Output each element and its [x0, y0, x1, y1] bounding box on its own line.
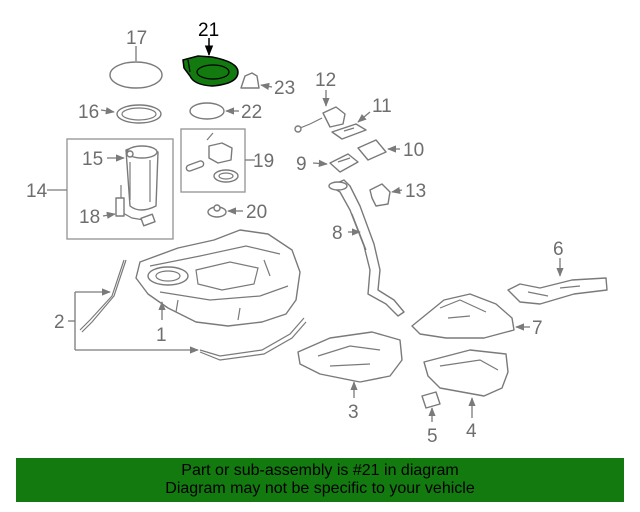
- part-14-pump-assembly: 14 15 18: [26, 138, 174, 240]
- part-3-tank-cover: 3: [297, 331, 403, 423]
- part-5-bracket: 5: [421, 391, 441, 447]
- part-21-lock-ring[interactable]: 21: [182, 20, 239, 87]
- callout-21: 21: [198, 20, 219, 41]
- callout-4: 4: [466, 421, 477, 442]
- callout-3: 3: [348, 402, 359, 423]
- callout-17: 17: [126, 28, 147, 49]
- part-23-cap: 23: [240, 72, 295, 99]
- callout-1: 1: [156, 325, 167, 346]
- callout-2: 2: [54, 312, 65, 333]
- callout-11: 11: [372, 96, 392, 117]
- part-12-sensor: 12: [294, 70, 346, 133]
- part-19-valve-set: 19: [180, 128, 274, 193]
- callout-19: 19: [253, 151, 274, 172]
- callout-5: 5: [427, 426, 438, 447]
- callout-12: 12: [315, 70, 336, 91]
- callout-18: 18: [79, 207, 100, 228]
- callout-16: 16: [78, 102, 99, 123]
- callout-13: 13: [405, 181, 426, 202]
- callout-8: 8: [332, 223, 343, 244]
- part-16-seal: 16: [78, 102, 162, 124]
- part-11-bracket: 11: [331, 96, 392, 140]
- info-banner: Part or sub-assembly is #21 in diagram D…: [16, 458, 624, 502]
- part-1-fuel-tank: 1: [135, 229, 301, 346]
- callout-20: 20: [246, 202, 267, 223]
- part-7-shield: 7: [411, 293, 543, 339]
- callout-6: 6: [553, 239, 564, 260]
- part-9-clip: 9: [296, 153, 359, 175]
- callout-7: 7: [532, 318, 543, 339]
- part-10-pad: 10: [357, 139, 424, 161]
- part-2-straps: 2: [54, 259, 307, 361]
- part-6-heat-shield: 6: [507, 239, 608, 305]
- callout-15: 15: [82, 149, 103, 170]
- callout-14: 14: [26, 181, 48, 202]
- banner-line-part: Part or sub-assembly is #21 in diagram: [181, 462, 459, 479]
- callout-10: 10: [403, 140, 424, 161]
- part-20-plug: 20: [207, 202, 267, 223]
- part-8-filler-pipe: 8: [328, 179, 405, 317]
- callout-9: 9: [296, 154, 307, 175]
- part-4-under-cover: 4: [423, 349, 509, 442]
- part-17-ring: 17: [109, 28, 163, 89]
- exploded-parts-diagram: 17 21 23 16 22 14 15: [26, 20, 608, 447]
- part-22-oring: 22: [189, 102, 262, 123]
- part-13-connector: 13: [369, 181, 426, 207]
- callout-22: 22: [241, 102, 262, 123]
- banner-line-disclaimer: Diagram may not be specific to your vehi…: [165, 480, 475, 497]
- callout-23: 23: [274, 78, 295, 99]
